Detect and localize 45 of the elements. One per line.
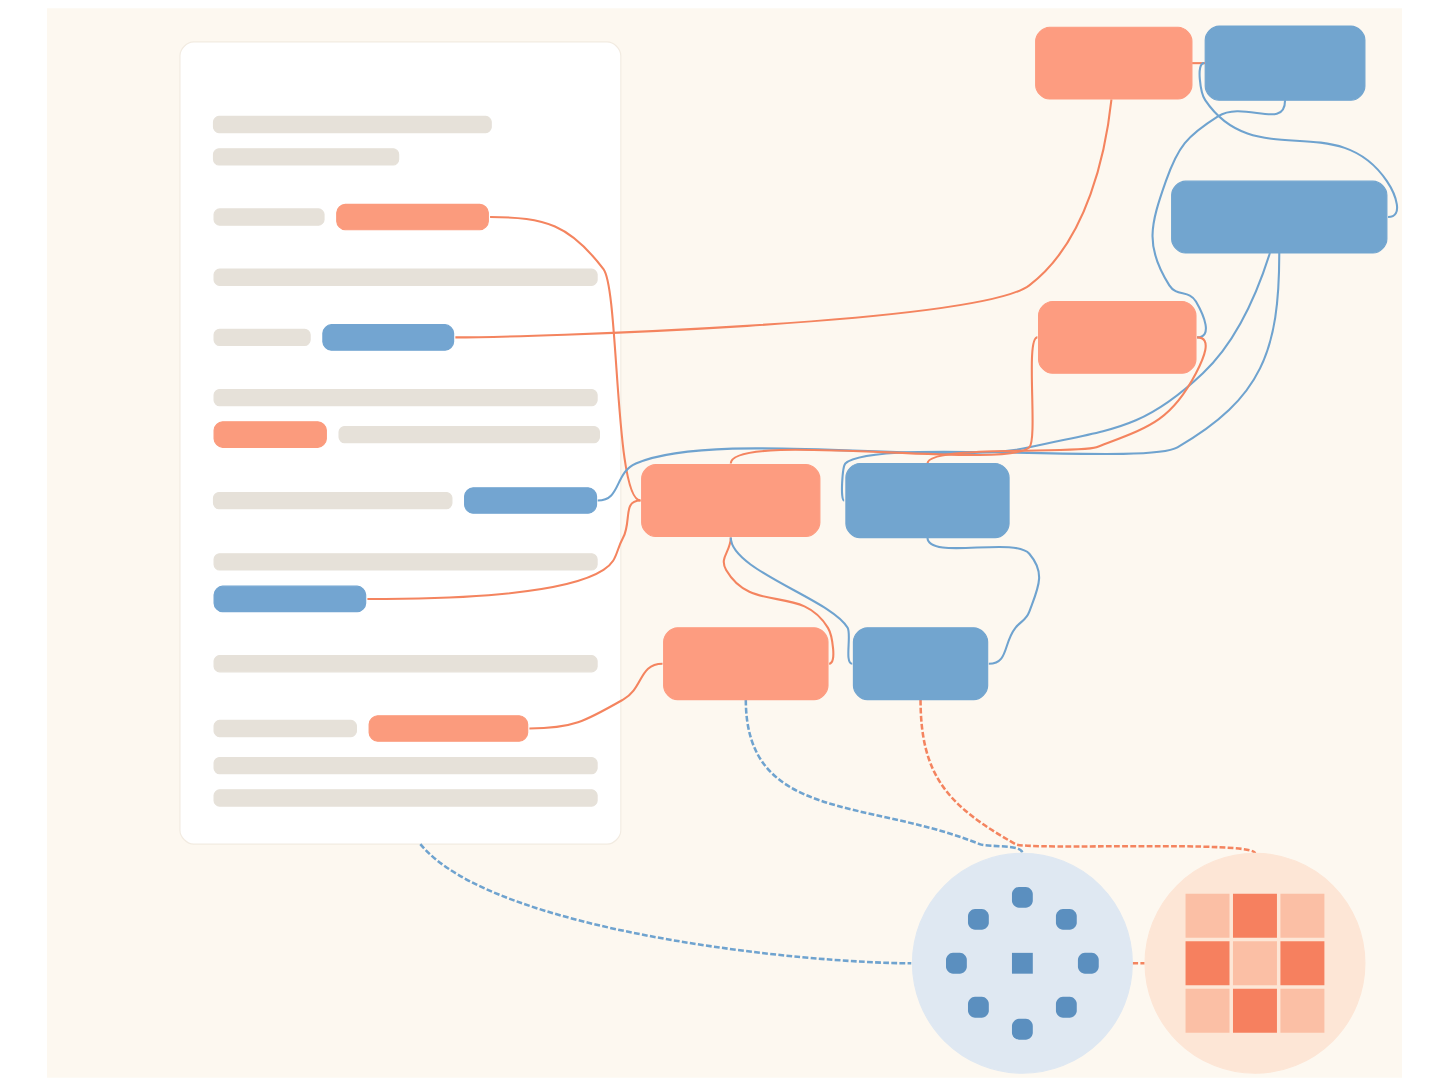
node-picture xyxy=(1143,852,1365,1074)
node-bar xyxy=(321,324,454,351)
node-box xyxy=(1034,26,1192,100)
node-bar xyxy=(338,425,600,444)
connector xyxy=(918,699,1256,855)
connector xyxy=(489,216,641,502)
connector xyxy=(597,252,1271,502)
node-box xyxy=(1037,300,1197,374)
node-bar xyxy=(463,487,597,514)
connector xyxy=(454,99,1112,339)
connector xyxy=(366,499,641,600)
node-bar xyxy=(213,789,598,807)
connector xyxy=(744,699,1023,854)
node-box xyxy=(852,627,988,701)
node-bar xyxy=(368,715,528,742)
connector xyxy=(840,252,1280,501)
node-box xyxy=(1170,180,1387,254)
connector xyxy=(729,537,853,665)
connector xyxy=(926,537,1040,665)
node-bar xyxy=(212,148,399,166)
node-bar xyxy=(213,388,598,407)
connector xyxy=(419,843,911,965)
node-bar xyxy=(213,655,598,673)
node-bar xyxy=(213,719,357,738)
node-bar xyxy=(213,328,311,347)
node-bar xyxy=(213,585,366,613)
node-bar xyxy=(335,203,489,231)
node-box xyxy=(844,462,1010,539)
connector xyxy=(1151,100,1286,339)
node-box xyxy=(662,627,829,701)
node-bar xyxy=(213,421,327,448)
node-picture xyxy=(911,852,1133,1074)
node-bar xyxy=(212,491,452,510)
node-bar xyxy=(212,115,492,134)
node-bar xyxy=(213,553,598,571)
connector xyxy=(1198,62,1398,219)
node-bar xyxy=(213,268,598,286)
node-box xyxy=(640,464,820,537)
connector xyxy=(729,336,1038,465)
connector xyxy=(1131,962,1145,965)
node-bar xyxy=(213,756,598,775)
node-bar xyxy=(213,208,325,226)
connector xyxy=(722,537,834,665)
node-box xyxy=(1204,25,1365,101)
connector xyxy=(528,662,663,730)
